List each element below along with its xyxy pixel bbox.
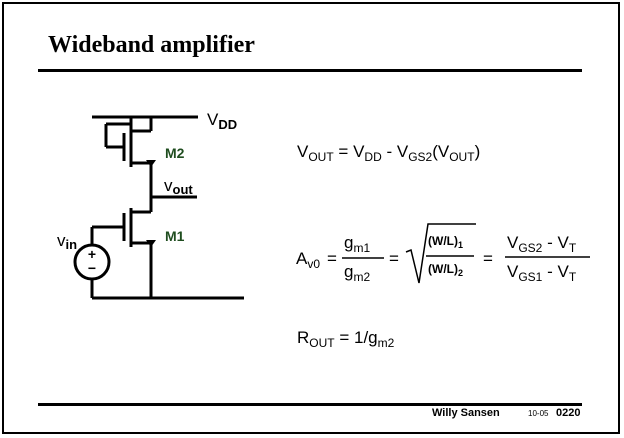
vin-label: vin (57, 231, 77, 252)
footer-author: Willy Sansen (432, 407, 500, 419)
footer-date: 10-05 (528, 409, 549, 418)
slide-frame (2, 2, 620, 434)
m2-label: M2 (165, 145, 185, 161)
m1-arrow (146, 240, 156, 247)
m1-label: M1 (165, 228, 185, 244)
gm2-denominator: gm2 (344, 262, 370, 284)
wl1-numerator: (W/L)1 (428, 234, 463, 250)
slide-title: Wideband amplifier (48, 32, 255, 58)
vout-equation: VOUT = VDD - VGS2(VOUT) (297, 142, 480, 164)
gain-equals-1: = (327, 249, 337, 268)
footer-slide-number: 0220 (556, 407, 581, 419)
gm1-numerator: gm1 (344, 233, 370, 255)
vgs2-numerator: VGS2 - VT (507, 233, 577, 255)
gain-equals-3: = (483, 249, 493, 268)
wl2-denominator: (W/L)2 (428, 262, 463, 278)
gain-equals-2: = (389, 249, 399, 268)
footer-rule (38, 403, 582, 406)
title-rule (38, 69, 582, 72)
gain-lhs: Av0 (296, 249, 320, 271)
input-source-circle (73, 243, 111, 281)
source-minus-sign: − (88, 260, 96, 276)
sqrt-symbol (405, 223, 476, 284)
vgs1-denominator: VGS1 - VT (507, 262, 577, 284)
vout-label: vout (164, 176, 193, 197)
m2-arrow (146, 160, 156, 167)
vdd-label: VDD (207, 110, 237, 132)
rout-equation: ROUT = 1/gm2 (297, 328, 395, 350)
source-plus-sign: + (88, 246, 96, 262)
